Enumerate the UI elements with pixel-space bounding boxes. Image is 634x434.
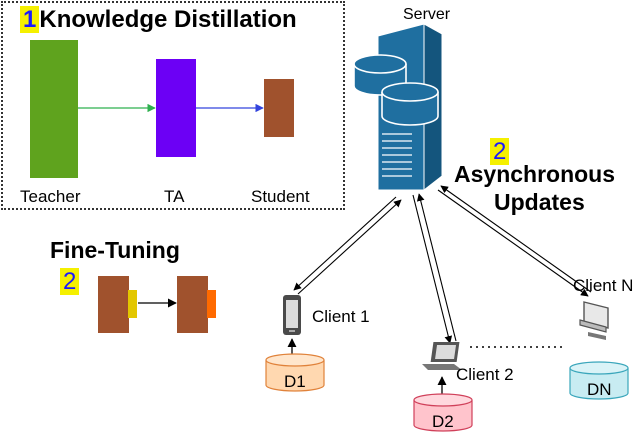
kd-title: Knowledge Distillation xyxy=(39,6,297,33)
kd-step-number: 1 xyxy=(20,6,40,33)
student-label: Student xyxy=(251,187,310,206)
dn-database-icon xyxy=(569,361,629,400)
teacher-model-block xyxy=(30,40,78,178)
student-model-block xyxy=(264,79,294,137)
d2-label: D2 xyxy=(432,412,454,431)
teacher-label: Teacher xyxy=(20,187,81,206)
ta-label: TA xyxy=(164,187,185,206)
finetune-base-model-block xyxy=(98,276,129,333)
server-icon xyxy=(353,24,444,192)
finetune-adapter-orange xyxy=(207,290,216,318)
ta-model-block xyxy=(156,59,196,157)
finetuning-title: Fine-Tuning xyxy=(50,237,180,263)
finetuning-step-number: 2 xyxy=(60,268,80,296)
laptop-icon xyxy=(422,342,462,370)
d2-database-icon xyxy=(413,393,473,432)
finetune-adapter-yellow xyxy=(128,290,137,318)
knowledge-distillation-panel xyxy=(1,1,345,210)
async-step-number: 2 xyxy=(490,138,510,166)
async-title-line2: Updates xyxy=(494,189,585,215)
finetune-tuned-model-block xyxy=(177,276,208,333)
d1-label: D1 xyxy=(284,372,306,391)
printer-icon xyxy=(579,301,609,340)
async-title-line1: Asynchronous xyxy=(454,161,616,187)
dn-label: DN xyxy=(587,380,612,399)
clientn-label: Client N xyxy=(573,276,634,295)
server-label: Server xyxy=(403,6,451,23)
server-clientn-double-arrow xyxy=(437,185,592,297)
phone-icon xyxy=(283,295,301,335)
server-client2-double-arrow xyxy=(412,193,457,344)
client1-label: Client 1 xyxy=(312,307,370,326)
d1-database-icon xyxy=(265,353,325,392)
server-client1-double-arrow xyxy=(293,196,402,295)
client2-label: Client 2 xyxy=(456,365,514,384)
